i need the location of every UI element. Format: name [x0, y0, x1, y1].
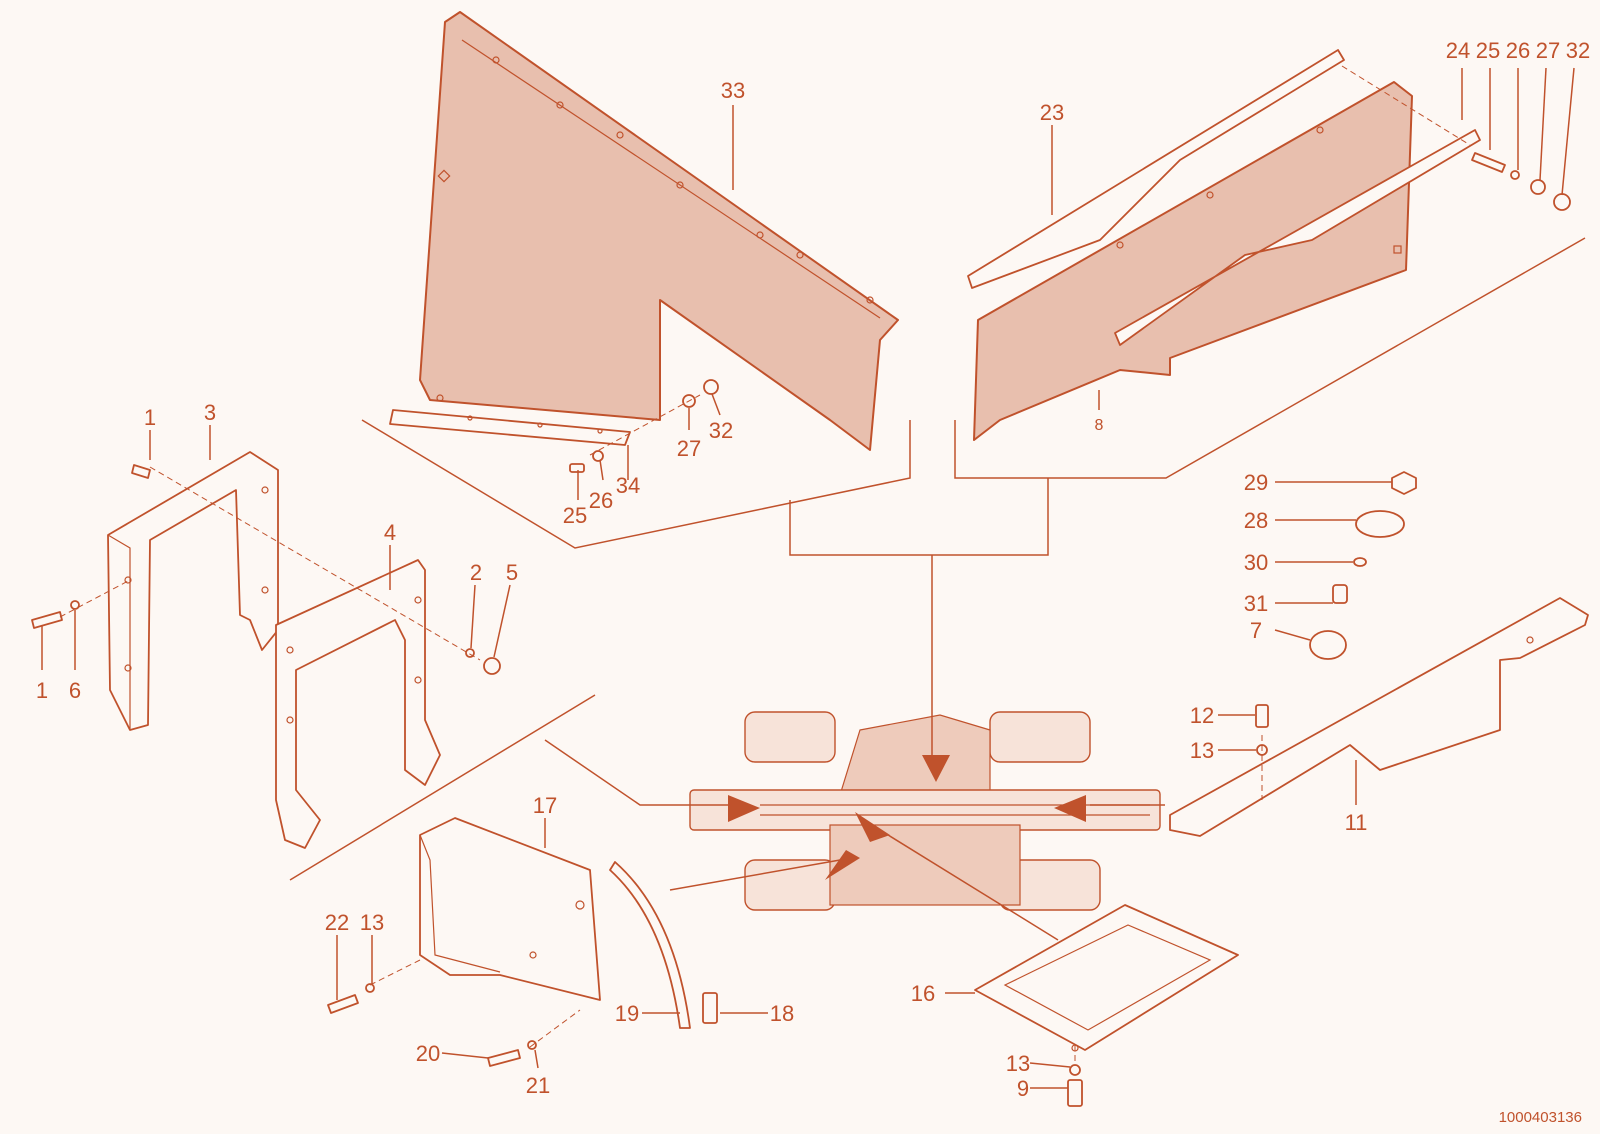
callout-28: 28	[1244, 508, 1268, 533]
arrow-down-left	[825, 850, 860, 880]
frame-4	[275, 559, 441, 849]
callout-3: 3	[204, 400, 216, 425]
arrow-left	[1054, 795, 1086, 822]
callout-24: 24	[1446, 38, 1470, 63]
callout-33: 33	[721, 78, 745, 103]
callout-25-mid: 25	[563, 503, 587, 528]
machine-overview	[689, 711, 1161, 911]
clip-18	[702, 992, 718, 1024]
arrow-right	[728, 795, 760, 822]
callout-20: 20	[416, 1041, 440, 1066]
callout-31: 31	[1244, 591, 1268, 616]
shield-17	[419, 817, 601, 1001]
callout-9: 9	[1017, 1076, 1029, 1101]
guide-lines	[289, 237, 1586, 941]
callout-32-mid: 32	[709, 418, 733, 443]
callout-32-top: 32	[1566, 38, 1590, 63]
callout-19: 19	[615, 1001, 639, 1026]
plate-11	[1169, 597, 1589, 837]
callout-26-mid: 26	[589, 488, 613, 513]
callout-30: 30	[1244, 550, 1268, 575]
callout-6: 6	[69, 678, 81, 703]
hardware-stack-right	[1309, 471, 1417, 660]
tray-16	[974, 904, 1239, 1052]
callout-5: 5	[506, 560, 518, 585]
arrow-up-left	[855, 812, 890, 842]
dashed-assembly-lines	[59, 65, 1471, 1065]
assembly-arrows	[728, 755, 1086, 880]
callout-17: 17	[533, 793, 557, 818]
document-number: 1000403136	[1499, 1109, 1582, 1126]
callout-29: 29	[1244, 470, 1268, 495]
callout-2: 2	[470, 560, 482, 585]
callout-8: 8	[1095, 417, 1104, 434]
callout-26-top: 26	[1506, 38, 1530, 63]
callout-labels: 33 23 8 24 25 26 27 32 27 32 34 26 25 1 …	[36, 38, 1590, 1126]
callout-4: 4	[384, 520, 396, 545]
top-strip-23	[967, 49, 1345, 289]
hardware-group-right	[1471, 152, 1571, 211]
callout-23: 23	[1040, 100, 1064, 125]
callout-1-top: 1	[144, 405, 156, 430]
callout-7: 7	[1250, 618, 1262, 643]
callout-1-bottom: 1	[36, 678, 48, 703]
callout-13-left: 13	[360, 910, 384, 935]
side-panel-right	[973, 81, 1481, 441]
bottom-strip-34	[389, 409, 631, 446]
callout-13-right: 13	[1190, 738, 1214, 763]
callout-25-top: 25	[1476, 38, 1500, 63]
leader-lines	[41, 67, 1575, 1089]
callout-21: 21	[526, 1073, 550, 1098]
callout-16: 16	[911, 981, 935, 1006]
callout-27-mid: 27	[677, 436, 701, 461]
bracket-3	[107, 451, 279, 731]
hardware-group-tray	[1067, 1064, 1083, 1107]
side-panel-left	[419, 11, 899, 451]
arrow-down	[922, 755, 950, 782]
callout-27-top: 27	[1536, 38, 1560, 63]
callout-13-bottom: 13	[1006, 1051, 1030, 1076]
hardware-group-frame	[31, 600, 501, 675]
callout-22: 22	[325, 910, 349, 935]
callout-11: 11	[1345, 810, 1368, 835]
callout-18: 18	[770, 1001, 794, 1026]
callout-12: 12	[1190, 703, 1214, 728]
callout-34: 34	[616, 473, 640, 498]
strip-19	[609, 861, 691, 1029]
